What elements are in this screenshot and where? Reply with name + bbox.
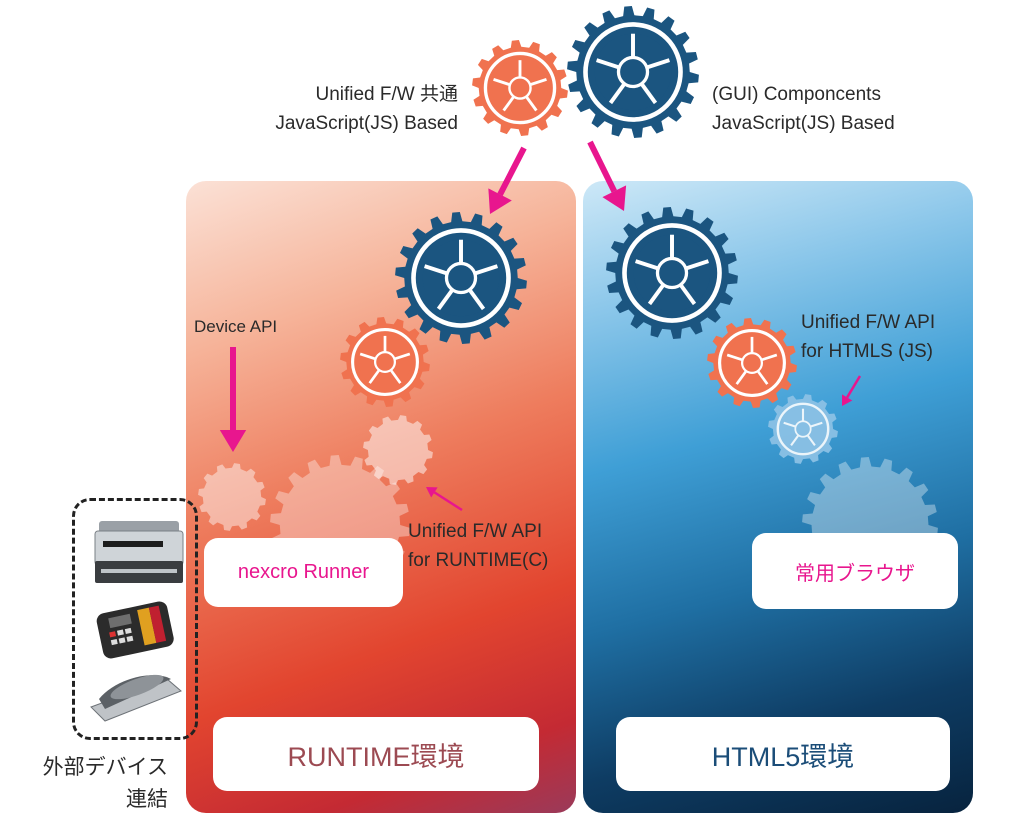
arrow-to-runtime-gear <box>488 146 527 214</box>
blue-gear-html5 <box>606 207 738 339</box>
printer-icon <box>94 521 184 583</box>
card-terminal-icon <box>96 601 174 659</box>
device-api-label: Device API <box>194 317 278 336</box>
runtime-api-arrow <box>426 487 463 512</box>
orange-gear-html5 <box>707 318 797 408</box>
arrow-to-html5-gear <box>587 140 627 211</box>
runtime-env-box: RUNTIME環境 <box>213 717 539 791</box>
blue-gear-runtime <box>395 212 527 344</box>
blue-gear-top <box>567 6 699 138</box>
faded-gear-runtime-small <box>198 463 266 531</box>
runtime-api-label: Unified F/W API for RUNTIME(C) <box>408 521 549 571</box>
html5-api-label: Unified F/W API for HTMLS (JS) <box>801 312 936 362</box>
orange-gear-runtime <box>340 317 430 407</box>
runtime-env-label: RUNTIME環境 <box>287 741 465 772</box>
gui-components-label: (GUI) Componcents JavaScript(JS) Based <box>712 84 895 134</box>
orange-gear-top <box>472 40 568 136</box>
scanner-icon <box>90 674 182 722</box>
html5-env-label: HTML5環境 <box>711 741 855 772</box>
external-devices-label: 外部デバイス 連結 <box>42 756 168 811</box>
external-devices-group <box>72 498 198 740</box>
faded-gear-runtime-mid <box>363 415 433 485</box>
browser-box: 常用ブラウザ <box>752 533 958 609</box>
browser-label: 常用ブラウザ <box>795 562 915 585</box>
nexcro-runner-box: nexcro Runner <box>204 538 403 607</box>
device-api-arrow <box>219 347 247 452</box>
html5-env-box: HTML5環境 <box>616 717 950 791</box>
html5-api-arrow <box>842 375 862 406</box>
faded-gear-html5-small <box>768 394 838 464</box>
unified-fw-common-label: Unified F/W 共通 JavaScript(JS) Based <box>275 84 458 134</box>
nexcro-runner-label: nexcro Runner <box>237 561 370 583</box>
